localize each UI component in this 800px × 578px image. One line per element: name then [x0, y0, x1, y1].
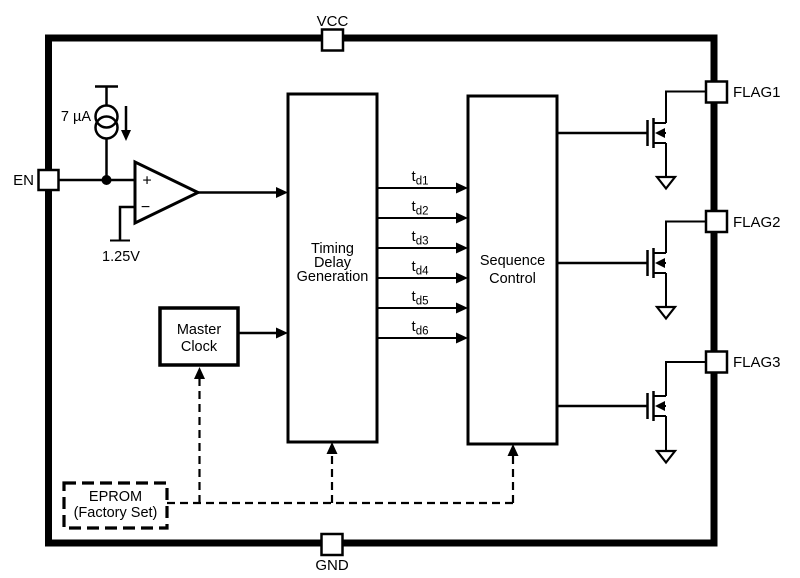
timing-label-line1: Timing	[311, 241, 354, 257]
sequence-label-line1: Sequence	[480, 253, 545, 269]
delay-signal-label: td6	[412, 318, 429, 338]
sequence-label-line2: Control	[489, 271, 536, 287]
nmos-transistor-1	[557, 90, 706, 191]
arrowhead-right	[456, 182, 468, 194]
comparator: + −	[133, 159, 202, 226]
arrowhead-left	[655, 258, 665, 268]
pin-en: EN	[13, 168, 60, 192]
master-clock-label-line2: Clock	[181, 339, 218, 355]
flag3-pad	[704, 350, 729, 374]
comparator-output-wire	[198, 187, 288, 198]
pin-vcc: VCC	[317, 13, 349, 52]
arrowhead-up	[507, 444, 519, 456]
master-clock-output-wire	[238, 327, 288, 339]
flag1-pad	[704, 80, 729, 104]
delay-signal-label: td3	[412, 228, 429, 248]
pin-flag3: FLAG3	[704, 350, 781, 374]
arrowhead-left	[655, 401, 665, 411]
ground-icon	[654, 305, 678, 321]
ground-icon	[654, 175, 678, 191]
drain-wire	[665, 90, 706, 123]
current-source: 7 µA	[61, 85, 131, 185]
delay-signal-td5: td5	[377, 288, 468, 314]
eprom-label-line2: (Factory Set)	[74, 505, 158, 521]
arrowhead-right	[276, 187, 288, 198]
arrowhead-left	[655, 128, 665, 138]
arrowhead-right	[456, 332, 468, 344]
timing-label-line2: Delay	[314, 255, 352, 271]
ground-icon	[654, 449, 678, 465]
comparator-icon	[133, 159, 202, 226]
gnd-pad	[320, 532, 344, 557]
delay-signal-td6: td6	[377, 318, 468, 344]
en-pad	[37, 168, 60, 192]
en-label: EN	[13, 172, 34, 189]
pin-gnd: GND	[315, 532, 349, 574]
arrowhead-down	[121, 130, 131, 141]
timing-label-line3: Generation	[297, 269, 369, 285]
arrowhead-up	[194, 367, 205, 379]
arrowhead-right	[456, 212, 468, 224]
block-master-clock: Master Clock	[158, 306, 240, 367]
gnd-label: GND	[315, 557, 349, 574]
delay-signal-label: td5	[412, 288, 429, 308]
voltage-reference: 1.25V	[102, 205, 140, 265]
arrowhead-right	[456, 242, 468, 254]
delay-signal-td1: td1	[377, 168, 468, 194]
pin-flag2: FLAG2	[704, 209, 781, 234]
current-source-icon	[94, 104, 119, 129]
eprom-config-bus	[167, 367, 519, 505]
drain-wire	[665, 220, 706, 253]
comparator-plus-label: +	[142, 173, 151, 190]
chip-outline	[45, 34, 718, 547]
master-clock-label-line1: Master	[177, 322, 221, 338]
comparator-minus-label: −	[141, 199, 150, 216]
vcc-label: VCC	[317, 13, 349, 30]
flag3-label: FLAG3	[733, 354, 781, 371]
delay-signal-td4: td4	[377, 258, 468, 284]
reference-voltage-label: 1.25V	[102, 249, 140, 265]
current-source-value: 7 µA	[61, 109, 91, 125]
arrowhead-right	[456, 302, 468, 314]
arrowhead-up	[326, 442, 338, 454]
delay-signal-label: td1	[412, 168, 429, 188]
flag1-label: FLAG1	[733, 84, 781, 101]
flag2-label: FLAG2	[733, 214, 781, 231]
arrowhead-right	[276, 327, 288, 339]
block-timing-delay-generation: Timing Delay Generation	[286, 92, 379, 444]
delay-signal-td3: td3	[377, 228, 468, 254]
nmos-transistor-3	[557, 361, 706, 465]
nmos-transistor-2	[557, 220, 706, 321]
block-sequence-control: Sequence Control	[466, 94, 559, 446]
drain-wire	[665, 361, 706, 396]
vcc-pad	[320, 28, 345, 52]
delay-signal-label: td2	[412, 198, 429, 218]
pin-flag1: FLAG1	[704, 80, 781, 104]
arrowhead-right	[456, 272, 468, 284]
delay-signal-label: td4	[412, 258, 430, 278]
eprom-label-line1: EPROM	[89, 489, 142, 505]
flag2-pad	[704, 209, 729, 234]
block-eprom: EPROM (Factory Set)	[62, 481, 169, 530]
delay-signal-td2: td2	[377, 198, 468, 224]
